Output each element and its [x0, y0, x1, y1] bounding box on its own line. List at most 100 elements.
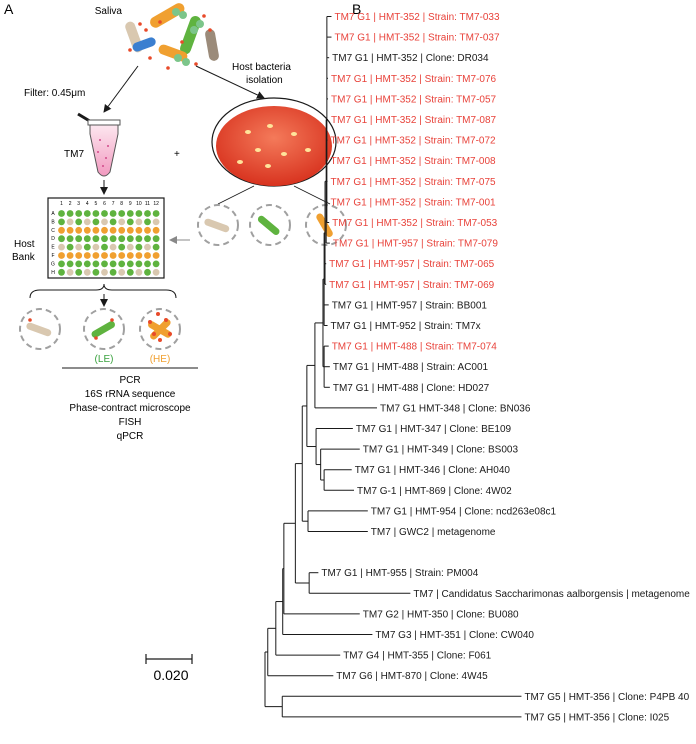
tree-leaf-label: TM7 G1 | HMT-352 | Clone: DR034 — [332, 53, 489, 64]
tree-leaf-label: TM7 G1 | HMT-488 | Clone: HD027 — [333, 383, 490, 394]
plate-well — [126, 243, 134, 251]
plate-well — [66, 226, 74, 234]
tree-leaf-label: TM7 | Candidatus Saccharimonas aalborgen… — [413, 589, 690, 600]
plate-well — [135, 210, 143, 217]
plate-well — [126, 268, 134, 276]
plate-well — [118, 226, 126, 234]
tree-leaf-label: TM7 G1 | HMT-352 | Strain: TM7-037 — [334, 33, 500, 44]
plate-well — [135, 252, 143, 259]
saliva-label: Saliva — [95, 6, 123, 17]
plate-well — [92, 252, 100, 259]
tree-leaf-label: TM7 G1 | HMT-347 | Clone: BE109 — [356, 424, 512, 435]
plate-well — [83, 268, 91, 276]
tree-leaf-label: TM7 G1 | HMT-352 | Strain: TM7-076 — [331, 74, 497, 85]
connector-line — [217, 185, 255, 205]
tree-leaf-label: TM7 G3 | HMT-351 | Clone: CW040 — [375, 630, 534, 641]
tree-leaf-label: TM7 G1 | HMT-352 | Strain: TM7-072 — [331, 136, 497, 147]
plate-well — [109, 226, 117, 234]
plate-well — [66, 268, 74, 276]
he-circle-icon — [139, 308, 181, 350]
tree-leaf-label: TM7 G1 | HMT-352 | Strain: TM7-053 — [332, 218, 498, 229]
tree-leaf-label: TM7 G1 | HMT-957 | Strain: TM7-079 — [333, 239, 499, 250]
le-circle-icon — [83, 308, 125, 350]
host-isolation-label-1: Host bacteria — [232, 62, 291, 73]
tree-leaf-label: TM7 G1 | HMT-352 | Strain: TM7-057 — [331, 94, 497, 105]
plate-well — [92, 268, 100, 276]
le-label: (LE) — [95, 354, 114, 365]
plate-well — [152, 252, 160, 259]
plate-well — [75, 226, 83, 234]
plate-well — [152, 210, 160, 217]
tree-leaf-label: TM7 G1 | HMT-352 | Strain: TM7-008 — [331, 156, 497, 167]
plate-column-label: 7 — [112, 201, 115, 207]
tree-leaf-label: TM7 | GWC2 | metagenome — [371, 527, 496, 538]
plate-well — [75, 243, 83, 251]
plate-column-label: 12 — [153, 201, 159, 207]
plate-well — [92, 210, 100, 217]
plate-well — [58, 210, 65, 217]
plate-well — [118, 210, 126, 217]
plate-column-label: 2 — [69, 201, 72, 207]
plate-well — [83, 226, 91, 234]
method-item: Phase-contract microscope — [69, 403, 191, 414]
tree-leaf-label: TM7 G1 | HMT-957 | Strain: BB001 — [332, 300, 488, 311]
plate-well — [83, 260, 91, 268]
plate-well — [101, 218, 108, 226]
plate-well — [66, 260, 74, 268]
host-bank-label-1: Host — [14, 239, 35, 250]
plate-row-label: C — [51, 228, 55, 234]
plate-well — [144, 252, 151, 259]
plate-well — [126, 252, 134, 259]
plate-well — [109, 235, 117, 243]
no-episymbiont-circle-icon — [19, 308, 61, 350]
plate-well — [152, 235, 160, 243]
plate-well — [92, 235, 100, 243]
tree-leaf-label: TM7 G1 | HMT-957 | Strain: TM7-065 — [329, 259, 495, 270]
plate-well — [126, 235, 134, 243]
plate-well — [109, 252, 117, 259]
plate-well — [109, 210, 117, 217]
plate-row-label: E — [51, 245, 55, 251]
plate-well — [152, 218, 160, 226]
brace — [29, 283, 177, 299]
plate-well — [101, 252, 108, 259]
plate-well — [66, 210, 74, 217]
plate-well — [126, 210, 134, 217]
method-item: PCR — [119, 375, 140, 386]
plate-well — [101, 210, 108, 217]
plate-well — [83, 210, 91, 217]
tree-leaf-label: TM7 G1 | HMT-346 | Clone: AH040 — [355, 465, 511, 476]
plate-well — [66, 252, 74, 259]
plate-row-label: F — [51, 253, 54, 259]
panel-a-workflow: A Saliva — [4, 1, 347, 442]
plate-row-label: B — [51, 219, 55, 225]
plate-well — [109, 260, 117, 268]
tree-leaf-label: TM7 G2 | HMT-350 | Clone: BU080 — [363, 609, 519, 620]
plate-column-label: 5 — [95, 201, 98, 207]
plate-well — [101, 260, 108, 268]
plate-well — [58, 235, 65, 243]
connector-line — [293, 185, 331, 205]
tree-leaf-label: TM7 G1 | HMT-957 | Strain: TM7-069 — [329, 280, 495, 291]
tree-leaf-label: TM7 G5 | HMT-356 | Clone: I025 — [524, 712, 669, 723]
plate-well — [135, 226, 143, 234]
saliva-bacteria-cluster-icon — [125, 3, 219, 70]
panel-b-letter: B — [352, 1, 361, 17]
filter-label: Filter: 0.45μm — [24, 88, 85, 99]
tree-leaf-label: TM7 G1 | HMT-955 | Strain: PM004 — [321, 568, 478, 579]
plate-well — [109, 218, 117, 226]
plate-column-label: 9 — [129, 201, 132, 207]
plate-well — [66, 243, 74, 251]
plate-well — [109, 268, 117, 276]
plate-well — [144, 235, 151, 243]
host-isolate-1-icon — [197, 204, 239, 246]
plate-well — [83, 235, 91, 243]
plate-row-label: D — [51, 236, 55, 242]
plate-well — [135, 235, 143, 243]
plate-well — [144, 210, 151, 217]
plate-well — [144, 243, 151, 251]
plate-well — [75, 268, 83, 276]
tree-branches — [264, 16, 522, 718]
plate-well — [118, 260, 126, 268]
